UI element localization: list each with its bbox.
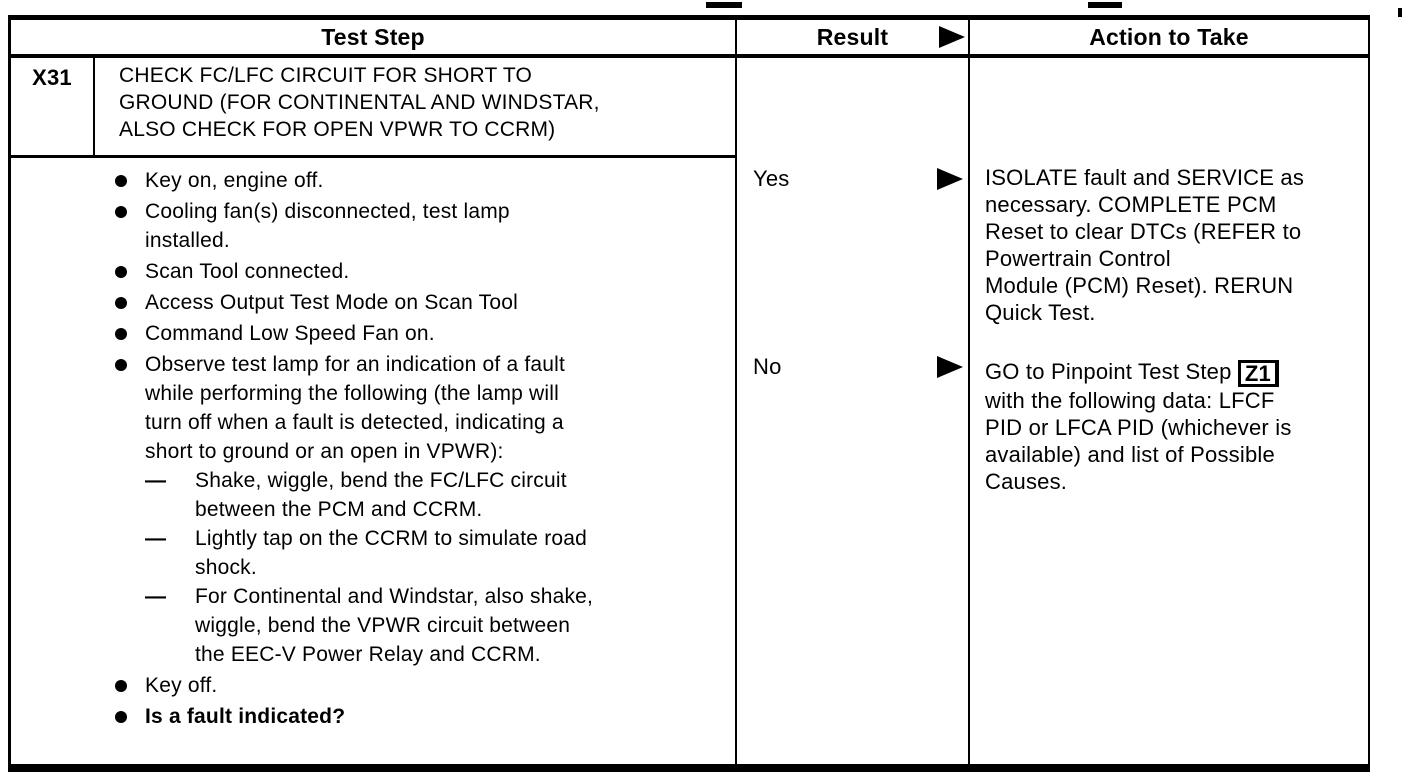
action-no-suffix: with the following data: LFCF PID or LFC… — [985, 388, 1292, 494]
bullet-text: Cooling fan(s) disconnected, test lamp i… — [145, 200, 510, 252]
bullet-icon — [115, 702, 145, 731]
arrow-right-icon — [937, 356, 963, 378]
bullet-text: Is a fault indicated? — [145, 705, 346, 728]
bullet-icon — [115, 671, 145, 700]
bullet-text: Scan Tool connected. — [145, 260, 350, 283]
bullet-icon — [115, 350, 145, 669]
result-label-yes: Yes — [753, 166, 790, 191]
test-step-bullet: Cooling fan(s) disconnected, test lamp i… — [115, 197, 727, 255]
test-step-column: X31 CHECK FC/LFC CIRCUIT FOR SHORT TO GR… — [11, 58, 737, 764]
test-step-bullets: Key on, engine off. Cooling fan(s) discon… — [11, 158, 735, 733]
bullet-text: Key on, engine off. — [145, 169, 324, 192]
sub-step: — Shake, wiggle, bend the FC/LFC circuit … — [145, 466, 727, 524]
action-yes-text: ISOLATE fault and SERVICE as necessary. … — [985, 165, 1305, 325]
sub-step: — Lightly tap on the CCRM to simulate roa… — [145, 524, 727, 582]
sub-step-text: For Continental and Windstar, also shake… — [195, 585, 594, 666]
test-step-bullet: Is a fault indicated? — [115, 702, 727, 731]
bullet-text: Key off. — [145, 674, 218, 697]
result-column: Yes No — [737, 58, 970, 764]
sub-step-text: Lightly tap on the CCRM to simulate road… — [195, 527, 588, 579]
result-header-label: Result — [816, 23, 889, 50]
col-header-action: Action to Take — [970, 20, 1368, 54]
test-step-bullet: Scan Tool connected. — [115, 257, 727, 286]
dash-icon: — — [145, 527, 167, 550]
test-step-bullet: Observe test lamp for an indication of a… — [115, 350, 727, 669]
scan-artifact — [1398, 8, 1402, 17]
result-label-no: No — [753, 354, 782, 379]
bullet-icon — [115, 257, 145, 286]
test-step-bullet: Access Output Test Mode on Scan Tool — [115, 288, 727, 317]
pinpoint-test-table: Test Step Result Action to Take X31 CHEC… — [8, 15, 1370, 772]
sub-step-text: Shake, wiggle, bend the FC/LFC circuit b… — [195, 469, 567, 521]
step-title: CHECK FC/LFC CIRCUIT FOR SHORT TO GROUND… — [119, 64, 600, 141]
test-step-bullet: Key off. — [115, 671, 727, 700]
dash-icon: — — [145, 585, 167, 608]
bullet-icon — [115, 166, 145, 195]
table-body-row: X31 CHECK FC/LFC CIRCUIT FOR SHORT TO GR… — [11, 58, 1368, 764]
table-header-row: Test Step Result Action to Take — [11, 20, 1368, 58]
result-entry-no: No — [737, 354, 968, 380]
pinpoint-step-z1-reference: Z1 — [1237, 360, 1279, 387]
bullet-icon — [115, 319, 145, 348]
test-step-bullet: Key on, engine off. — [115, 166, 727, 195]
test-step-bullet: Command Low Speed Fan on. — [115, 319, 727, 348]
bullet-text: Access Output Test Mode on Scan Tool — [145, 291, 518, 314]
action-no-prefix: GO to Pinpoint Test Step — [985, 359, 1238, 384]
step-id: X31 — [11, 58, 95, 155]
result-entry-yes: Yes — [737, 166, 968, 192]
scan-artifact — [706, 2, 742, 8]
arrow-right-icon — [939, 26, 965, 48]
action-no-text: GO to Pinpoint Test Step Z1 with the fol… — [985, 358, 1364, 495]
action-column: ISOLATE fault and SERVICE as necessary. … — [970, 58, 1368, 764]
col-header-test-step: Test Step — [11, 20, 737, 54]
step-title-row: X31 CHECK FC/LFC CIRCUIT FOR SHORT TO GR… — [11, 58, 735, 158]
bullet-icon — [115, 197, 145, 255]
bullet-text: Observe test lamp for an indication of a… — [145, 353, 566, 463]
sub-step: — For Continental and Windstar, also shak… — [145, 582, 727, 669]
bullet-text: Command Low Speed Fan on. — [145, 322, 435, 345]
scan-artifact — [1088, 2, 1122, 8]
test-step-header-label: Test Step — [321, 23, 425, 50]
dash-icon: — — [145, 469, 167, 492]
arrow-right-icon — [937, 168, 963, 190]
bullet-icon — [115, 288, 145, 317]
action-header-label: Action to Take — [1089, 23, 1249, 50]
col-header-result: Result — [737, 20, 970, 54]
